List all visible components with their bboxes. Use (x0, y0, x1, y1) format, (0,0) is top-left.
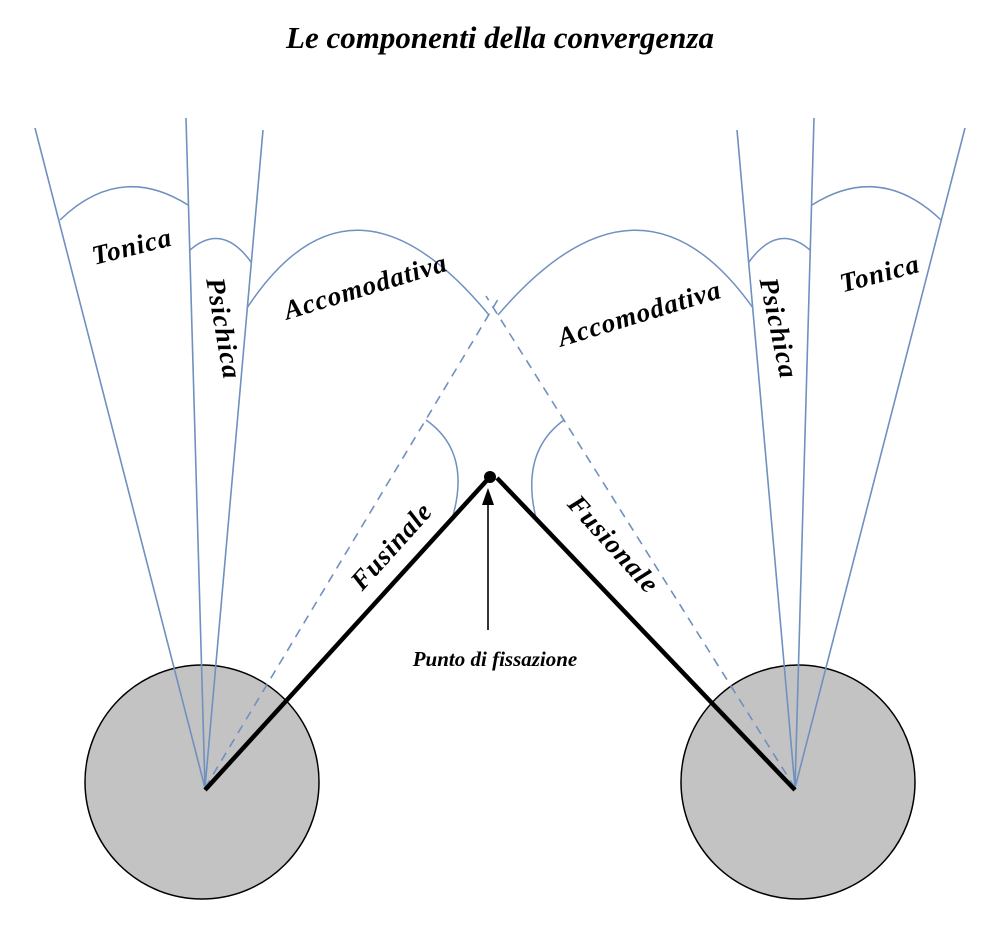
right-accommodative-line (736, 129, 796, 789)
left-psichica-arc (189, 237, 252, 263)
fixation-arrow-head (482, 488, 494, 505)
label-accomodativa-right: Accomodativa (552, 274, 725, 353)
fixation-point-label: Punto di fissazione (412, 647, 578, 671)
right-tonic-outer-line (794, 127, 966, 789)
fixation-dot (484, 471, 496, 483)
right-psichica-arc (748, 237, 811, 263)
label-psichica-left: Psichica (200, 274, 248, 381)
right-fusional-line (495, 476, 797, 792)
label-psichica-right: Psichica (753, 274, 804, 381)
left-fusinale-arc (425, 419, 459, 520)
label-accomodativa-left: Accomodativa (278, 247, 451, 326)
right-accomodativa-arc (497, 229, 754, 316)
right-tonica-arc (811, 186, 942, 221)
left-accomodativa-arc (246, 229, 490, 316)
label-fusionale-right: Fusionale (561, 488, 665, 599)
label-tonica-right: Tonica (836, 248, 923, 298)
left-tonica-arc (59, 186, 189, 221)
left-dashed-gaze-line (204, 295, 501, 789)
left-tonic-outer-line (34, 127, 206, 789)
diagram-title: Le componenti della convergenza (285, 20, 714, 55)
right-psychic-line (794, 117, 815, 789)
left-fusional-line (203, 476, 491, 792)
left-accommodative-line (204, 129, 264, 789)
right-fusionale-arc (530, 419, 565, 519)
label-tonica-left: Tonica (89, 222, 175, 271)
left-psychic-line (185, 117, 206, 789)
right-dashed-gaze-line (485, 295, 796, 789)
